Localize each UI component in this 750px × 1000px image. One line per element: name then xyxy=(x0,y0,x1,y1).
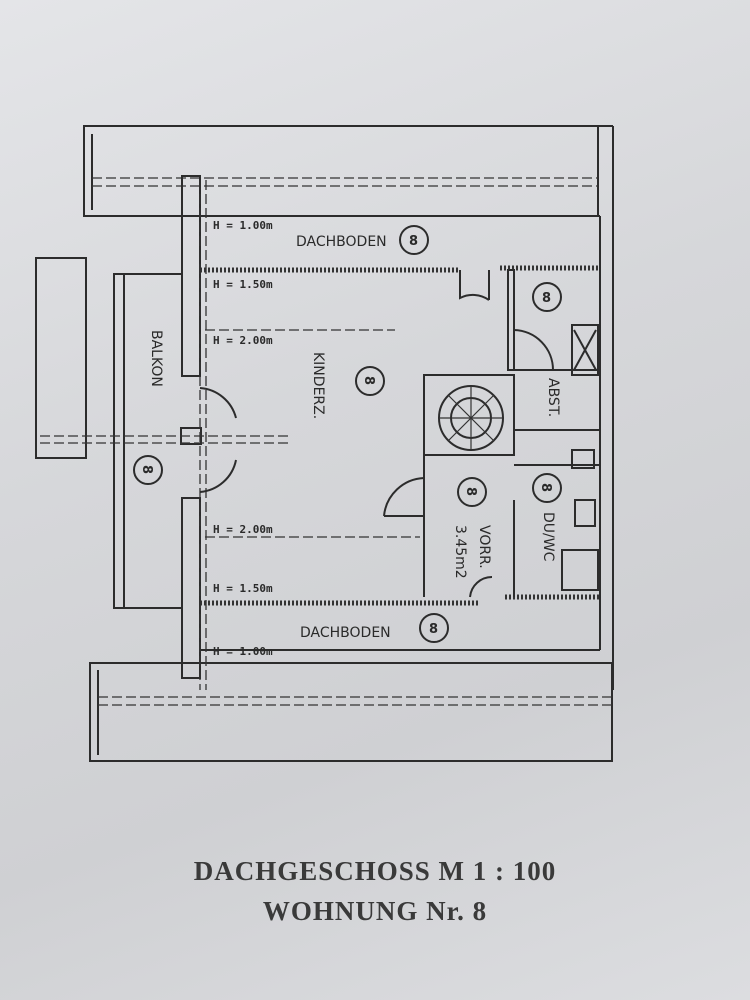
caption-unit: WOHNUNG Nr. 8 xyxy=(262,896,488,926)
unit-marker: 8 xyxy=(399,225,429,255)
room-label-vorr: VORR. xyxy=(476,525,492,569)
height-label: H = 2.00m xyxy=(213,334,273,347)
svg-text:8: 8 xyxy=(542,291,551,306)
room-area-vorr: 3.45m2 xyxy=(452,525,468,579)
room-label-kinderz: KINDERZ. xyxy=(310,352,326,419)
height-label: H = 1.00m xyxy=(213,645,273,658)
height-label: H = 1.00m xyxy=(213,219,273,232)
room-label-duwc: DU/WC xyxy=(540,512,556,562)
svg-text:8: 8 xyxy=(538,483,553,492)
room-label-abst: ABST. xyxy=(545,378,561,417)
room-label-dachboden: DACHBODEN xyxy=(296,234,387,250)
unit-marker: 8 xyxy=(355,366,385,396)
unit-marker: 8 xyxy=(419,613,449,643)
svg-text:8: 8 xyxy=(463,487,478,496)
height-label: H = 1.50m xyxy=(213,582,273,595)
walls xyxy=(35,175,601,690)
room-label-balkon: BALKON xyxy=(148,330,164,387)
room-label-dachboden: DACHBODEN xyxy=(300,625,391,641)
height-label: H = 2.00m xyxy=(213,523,273,536)
svg-text:8: 8 xyxy=(361,376,376,385)
roof-edge-bottom xyxy=(89,662,613,762)
unit-marker: 8 xyxy=(133,455,163,485)
svg-text:8: 8 xyxy=(429,622,438,637)
unit-marker: 8 xyxy=(532,282,562,312)
height-label: H = 1.50m xyxy=(213,278,273,291)
unit-marker: 8 xyxy=(457,477,487,507)
svg-text:8: 8 xyxy=(409,234,418,249)
unit-marker: 8 xyxy=(532,473,562,503)
caption-scale: DACHGESCHOSS M 1 : 100 xyxy=(193,856,557,886)
svg-text:8: 8 xyxy=(139,465,154,474)
